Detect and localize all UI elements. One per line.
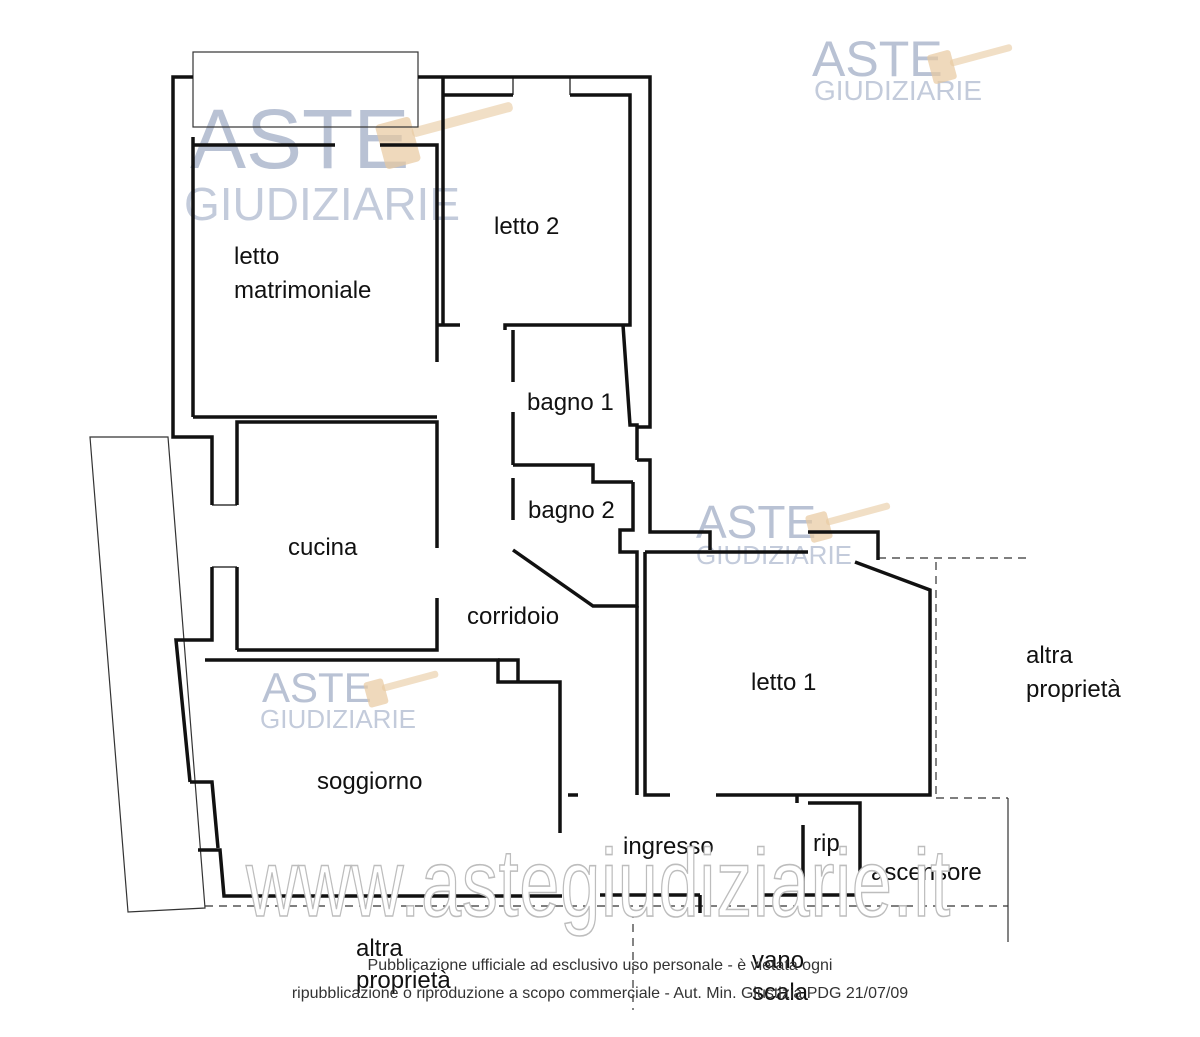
label-letto-1: letto 1 [751,669,816,696]
watermark-brand-bottom: GIUDIZIARIE [814,75,982,106]
room-labels: letto matrimoniale letto 2 bagno 1 bagno… [234,213,1121,1006]
property-boundary-dashed [205,557,1028,1010]
exterior-lines [89,51,1009,942]
label-altra-proprieta-bottom-1: altra [356,935,403,962]
balcony-left [89,436,206,913]
watermark-brand-bottom: GIUDIZIARIE [260,704,416,734]
label-ingresso: ingresso [623,833,714,860]
label-altra-proprieta-right-2: proprietà [1026,676,1121,703]
balcony-top [192,51,419,128]
watermark-logo-top-right: ASTE GIUDIZIARIE [812,31,1013,106]
gavel-icon [927,44,1013,84]
label-letto-matrimoniale-2: matrimoniale [234,277,371,304]
watermark-brand-top: ASTE [262,664,372,711]
watermark-brand-bottom: GIUDIZIARIE [696,540,852,570]
label-altra-proprieta-bottom-2: proprietà [356,967,451,994]
watermark-brand-top: ASTE [812,31,943,87]
watermark-logo-middle: ASTE GIUDIZIARIE [696,496,891,570]
label-soggiorno: soggiorno [317,768,422,795]
label-vano-scala-2: scala [752,979,809,1006]
label-vano-scala-1: vano [752,947,804,974]
label-cucina: cucina [288,534,358,561]
label-corridoio: corridoio [467,603,559,630]
gavel-icon [805,502,891,543]
walls [171,75,932,913]
watermark-logo-lower-left: ASTE GIUDIZIARIE [260,664,439,734]
watermark-brand-top: ASTE [696,496,816,548]
watermark-logo-top-left: ASTE GIUDIZIARIE [184,92,513,230]
label-bagno-1: bagno 1 [527,389,614,416]
footer-disclaimer-line-1: Pubblicazione ufficiale ad esclusivo uso… [367,957,833,974]
label-letto-matrimoniale-1: letto [234,243,279,270]
footer-disclaimer-line-2: ripubblicazione o riproduzione a scopo c… [291,985,909,1002]
windows [212,77,571,568]
watermark-brand-bottom: GIUDIZIARIE [184,178,460,230]
gavel-icon [363,670,439,708]
watermark-brand-top: ASTE [190,92,409,186]
label-letto-2: letto 2 [494,213,559,240]
label-rip: rip. [813,830,846,857]
gavel-icon [375,102,513,169]
watermark-url: www.astegiudiziarie.it [245,830,951,937]
label-altra-proprieta-right-1: altra [1026,642,1073,669]
label-ascensore: ascensore [871,859,982,886]
label-bagno-2: bagno 2 [528,497,615,524]
